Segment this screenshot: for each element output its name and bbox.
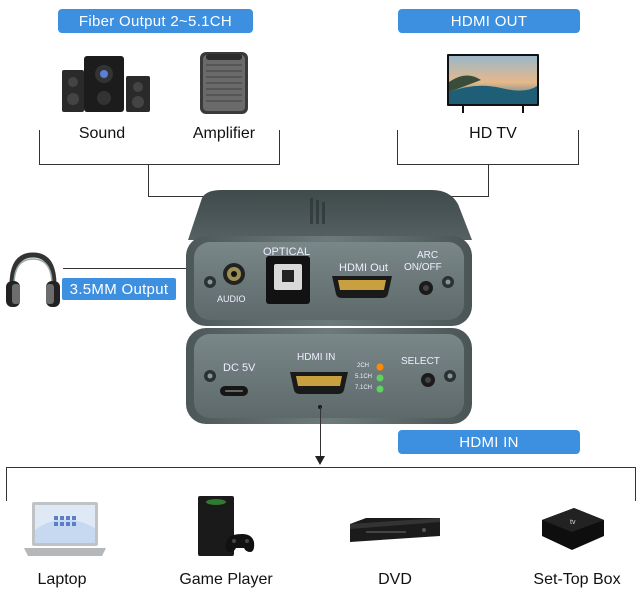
fiber-output-label: Fiber Output 2~5.1CH bbox=[78, 12, 233, 30]
svg-text:tv: tv bbox=[570, 519, 576, 526]
laptop-label: Laptop bbox=[37, 571, 87, 588]
converter-device bbox=[182, 186, 482, 426]
arc-label: ARC bbox=[417, 250, 439, 261]
dvd-label: DVD bbox=[378, 571, 412, 588]
headphones-icon bbox=[4, 249, 62, 311]
hdmi-in-pill-label: HDMI IN bbox=[459, 433, 519, 451]
hdmi-in-pill: HDMI IN bbox=[398, 430, 580, 454]
tv-icon bbox=[446, 52, 540, 116]
arc-onoff-label: ON/OFF bbox=[404, 262, 442, 273]
led-51ch-label: 5.1CH bbox=[355, 374, 373, 380]
smart-speaker-icon bbox=[198, 50, 250, 116]
speaker-system-icon bbox=[60, 52, 152, 116]
laptop-icon bbox=[22, 500, 108, 560]
amplifier-label: Amplifier bbox=[192, 125, 256, 142]
hdmi-in-port-label: HDMI IN bbox=[297, 352, 336, 363]
hdmi-out-port-label: HDMI Out bbox=[339, 262, 388, 274]
optical-label: OPTICAL bbox=[263, 246, 311, 258]
dc-label: DC 5V bbox=[223, 362, 256, 374]
hdmi-out-pill: HDMI OUT bbox=[398, 9, 580, 33]
audio-output-label: 3.5MM Output bbox=[69, 280, 169, 298]
set-top-box-icon: tv bbox=[538, 504, 608, 554]
hd-tv-label: HD TV bbox=[469, 125, 517, 142]
hdmi-out-pill-label: HDMI OUT bbox=[450, 12, 528, 30]
dvd-player-icon bbox=[346, 516, 442, 546]
set-top-box-label: Set-Top Box bbox=[533, 571, 621, 588]
select-label: SELECT bbox=[401, 356, 440, 367]
sound-label: Sound bbox=[78, 125, 126, 142]
audio-label: AUDIO bbox=[217, 294, 246, 304]
game-player-label: Game Player bbox=[179, 571, 273, 588]
audio-output-pill: 3.5MM Output bbox=[62, 278, 176, 300]
fiber-output-pill: Fiber Output 2~5.1CH bbox=[58, 9, 253, 33]
game-console-icon bbox=[192, 494, 256, 560]
led-2ch-label: 2CH bbox=[357, 363, 370, 369]
led-71ch-label: 7.1CH bbox=[355, 385, 373, 391]
